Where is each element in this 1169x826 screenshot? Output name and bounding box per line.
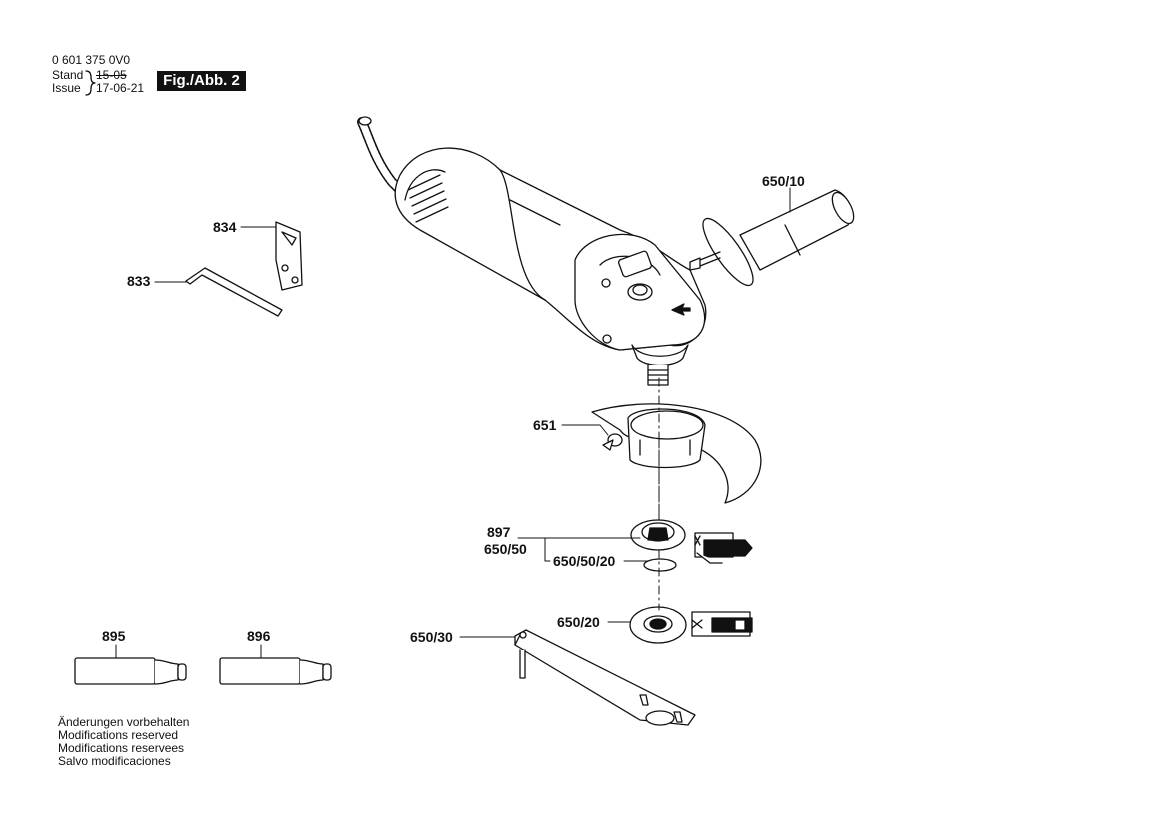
power-cord — [357, 116, 415, 205]
note-de: Änderungen vorbehalten — [58, 715, 190, 729]
label-896: 896 — [247, 628, 271, 644]
note-fr: Modifications reservees — [58, 741, 185, 755]
label-897: 897 — [487, 524, 511, 540]
issue-date: 17-06-21 — [96, 81, 145, 95]
note-en: Modifications reserved — [58, 728, 179, 742]
header-brace — [85, 70, 96, 96]
part-834-plate — [275, 221, 303, 291]
side-handle — [689, 189, 855, 287]
label-650-20: 650/20 — [557, 614, 600, 630]
label-895: 895 — [102, 628, 126, 644]
label-651: 651 — [533, 417, 557, 433]
section-view-650-20 — [691, 611, 753, 637]
label-650-50: 650/50 — [484, 541, 527, 557]
part-number: 0 601 375 0V0 — [52, 53, 131, 67]
part-897-flange-nut — [630, 519, 686, 551]
label-833: 833 — [127, 273, 151, 289]
stand-label: Stand — [52, 68, 84, 82]
note-es: Salvo modificaciones — [58, 754, 171, 768]
label-650-30: 650/30 — [410, 629, 453, 645]
label-650-50-20: 650/50/20 — [553, 553, 616, 569]
figure-label: Fig./Abb. 2 — [157, 71, 246, 91]
issue-label: Issue — [52, 81, 81, 95]
part-651-guard — [591, 403, 762, 504]
angle-grinder-body — [394, 147, 707, 386]
part-650-50-20-o-ring — [643, 558, 677, 572]
stand-date: 15-05 — [96, 68, 127, 82]
label-834: 834 — [213, 219, 237, 235]
label-650-10: 650/10 — [762, 173, 805, 189]
part-895-tube — [74, 657, 187, 685]
leader-lines — [115, 187, 791, 659]
part-833-hex-key — [185, 267, 283, 317]
part-896-tube — [219, 657, 332, 685]
section-view-897 — [694, 532, 753, 564]
part-650-20-flange — [629, 606, 687, 644]
part-650-30-spanner — [514, 629, 696, 726]
